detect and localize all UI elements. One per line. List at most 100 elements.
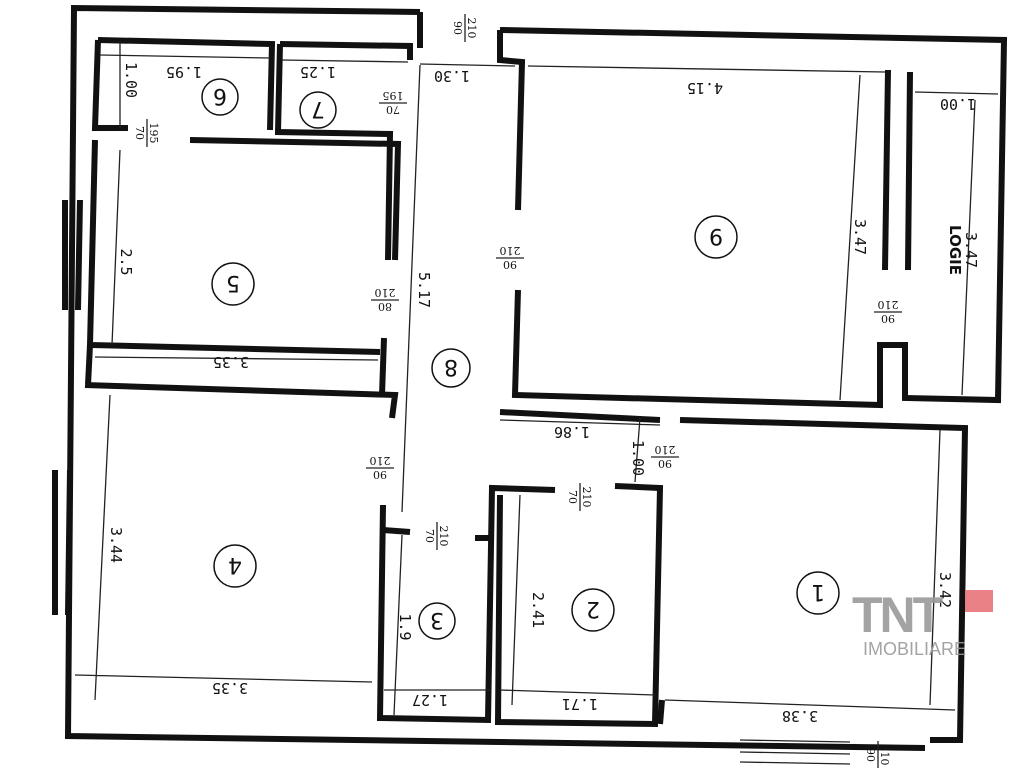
room-1: 1 xyxy=(796,571,840,615)
plan-mark xyxy=(52,199,83,616)
door-label: 90 xyxy=(451,21,464,35)
door-label: 90 xyxy=(503,258,517,271)
plan-mark xyxy=(213,544,257,588)
dimension-label: 1.25 xyxy=(300,63,336,81)
door-label: 70 xyxy=(566,490,579,504)
plan-mark xyxy=(64,4,926,751)
label: TNT xyxy=(852,587,943,643)
plan-mark xyxy=(379,337,387,396)
plan-mark xyxy=(299,91,337,129)
dimension-labels: 1.95 1.00 1.25 1.30 4.15 1.00 3.47 3.47 … xyxy=(107,62,980,725)
watermark-logo: TNT IMOBILIARE xyxy=(852,587,993,659)
label: 2 xyxy=(586,596,600,621)
room-7: 7 xyxy=(299,91,337,129)
plan-mark xyxy=(494,483,664,728)
plan-mark xyxy=(376,484,556,724)
dimension-label: 3.47 xyxy=(962,232,980,268)
door-label: 210 xyxy=(655,443,676,456)
label: 3 xyxy=(430,607,444,632)
door-label: 210 xyxy=(437,526,450,547)
door-label: 70 xyxy=(386,103,400,116)
dimension-lines xyxy=(74,42,999,716)
room-labels: 6 7 5 8 9 4 3 2 1 LOGIE xyxy=(201,78,964,640)
plan-mark xyxy=(382,527,492,541)
plan-mark xyxy=(657,699,665,725)
dimension-label: 3.42 xyxy=(936,572,954,608)
dimension-label: 1.71 xyxy=(562,695,598,713)
label: 7 xyxy=(311,96,325,121)
label: 5 xyxy=(226,270,240,295)
room-6: 6 xyxy=(201,78,239,116)
dimension-label: 3.47 xyxy=(851,219,869,255)
plan-mark xyxy=(211,262,255,306)
door-label: 90 xyxy=(881,312,895,325)
door-label: 195 xyxy=(147,123,160,144)
plan-mark xyxy=(571,588,615,632)
plan-mark xyxy=(694,215,738,259)
door-label: 90 xyxy=(864,748,877,762)
door-label: 210 xyxy=(580,487,593,508)
dimension-label: 1.00 xyxy=(629,440,647,476)
logo-accent xyxy=(965,590,993,612)
room-5: 5 xyxy=(211,262,255,306)
dimension-label: 1.9 xyxy=(396,613,414,640)
label: 6 xyxy=(213,83,227,108)
plan-mark xyxy=(497,30,526,211)
door-label: 210 xyxy=(878,745,891,766)
plan-mark xyxy=(796,571,840,615)
plan-mark xyxy=(74,394,661,716)
room-9: 9 xyxy=(694,215,738,259)
plan-mark xyxy=(94,64,976,513)
label: 9 xyxy=(709,223,723,248)
walls xyxy=(52,4,1008,765)
plan-mark xyxy=(499,409,969,743)
dimension-label: 2.41 xyxy=(529,592,547,628)
door-label: 90 xyxy=(658,457,672,470)
door-label: 210 xyxy=(500,244,521,257)
plan-mark xyxy=(99,42,999,128)
dimension-label: 1.00 xyxy=(122,62,140,98)
plan-mark xyxy=(882,69,913,271)
dimension-label: 2.5 xyxy=(117,248,135,275)
label: 4 xyxy=(228,552,242,577)
label: IMOBILIARE xyxy=(863,639,966,659)
plan-mark xyxy=(431,348,471,388)
plan-mark xyxy=(274,43,394,261)
dimension-label: 1.27 xyxy=(412,691,448,709)
door-label: 70 xyxy=(423,529,436,543)
dimension-label: 1.00 xyxy=(940,95,976,113)
door-label: 210 xyxy=(370,454,391,467)
dimension-label: 3.35 xyxy=(213,353,249,371)
door-label: 210 xyxy=(878,298,899,311)
dimension-label: 5.17 xyxy=(415,272,433,308)
room-8: 8 xyxy=(431,348,471,388)
plan-mark xyxy=(418,602,456,640)
plan-mark xyxy=(201,78,239,116)
label: 1 xyxy=(811,579,825,604)
dimension-label: 1.30 xyxy=(434,67,470,85)
door-label: 80 xyxy=(378,300,392,313)
dimension-label: 3.38 xyxy=(782,707,818,725)
dimension-label: 3.44 xyxy=(107,527,125,563)
door-label: 90 xyxy=(373,468,387,481)
plan-mark xyxy=(97,12,423,131)
dimension-label: 1.86 xyxy=(554,423,590,441)
door-label: 210 xyxy=(375,286,396,299)
room-3: 3 xyxy=(418,602,456,640)
label: 8 xyxy=(444,354,458,379)
plan-mark xyxy=(384,429,956,711)
room-2: 2 xyxy=(571,588,615,632)
logie-label: LOGIE xyxy=(946,225,964,275)
door-label: 210 xyxy=(465,18,478,39)
